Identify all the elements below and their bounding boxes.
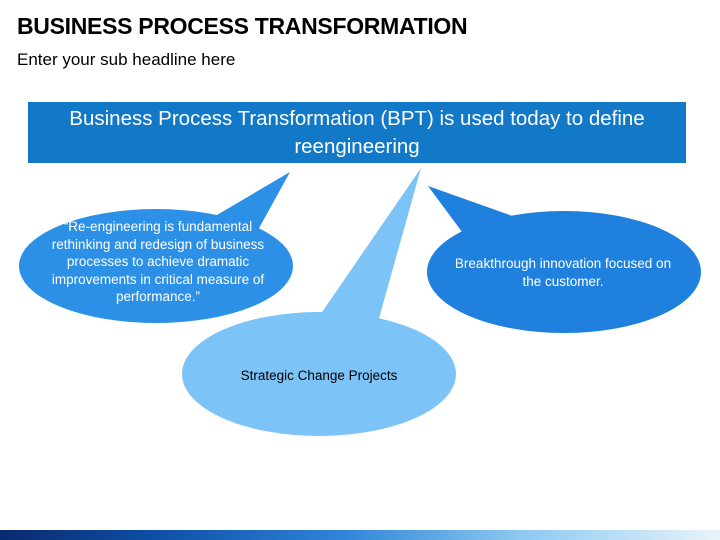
slide-title: BUSINESS PROCESS TRANSFORMATION: [17, 13, 468, 39]
footer-gradient-bar: [0, 530, 720, 540]
slide-subtitle: Enter your sub headline here: [17, 50, 236, 69]
bubble-right: [427, 186, 701, 333]
banner-text: Business Process Transformation (BPT) is…: [69, 106, 645, 158]
bubble-left: [19, 172, 293, 323]
banner: Business Process Transformation (BPT) is…: [28, 102, 686, 163]
bubble-left-text: “Re-engineering is fundamental rethinkin…: [51, 219, 265, 304]
bubble-right-text: Breakthrough innovation focused on the c…: [454, 256, 672, 289]
bubble-center: [182, 168, 456, 436]
bubble-center-text: Strategic Change Projects: [240, 368, 398, 383]
